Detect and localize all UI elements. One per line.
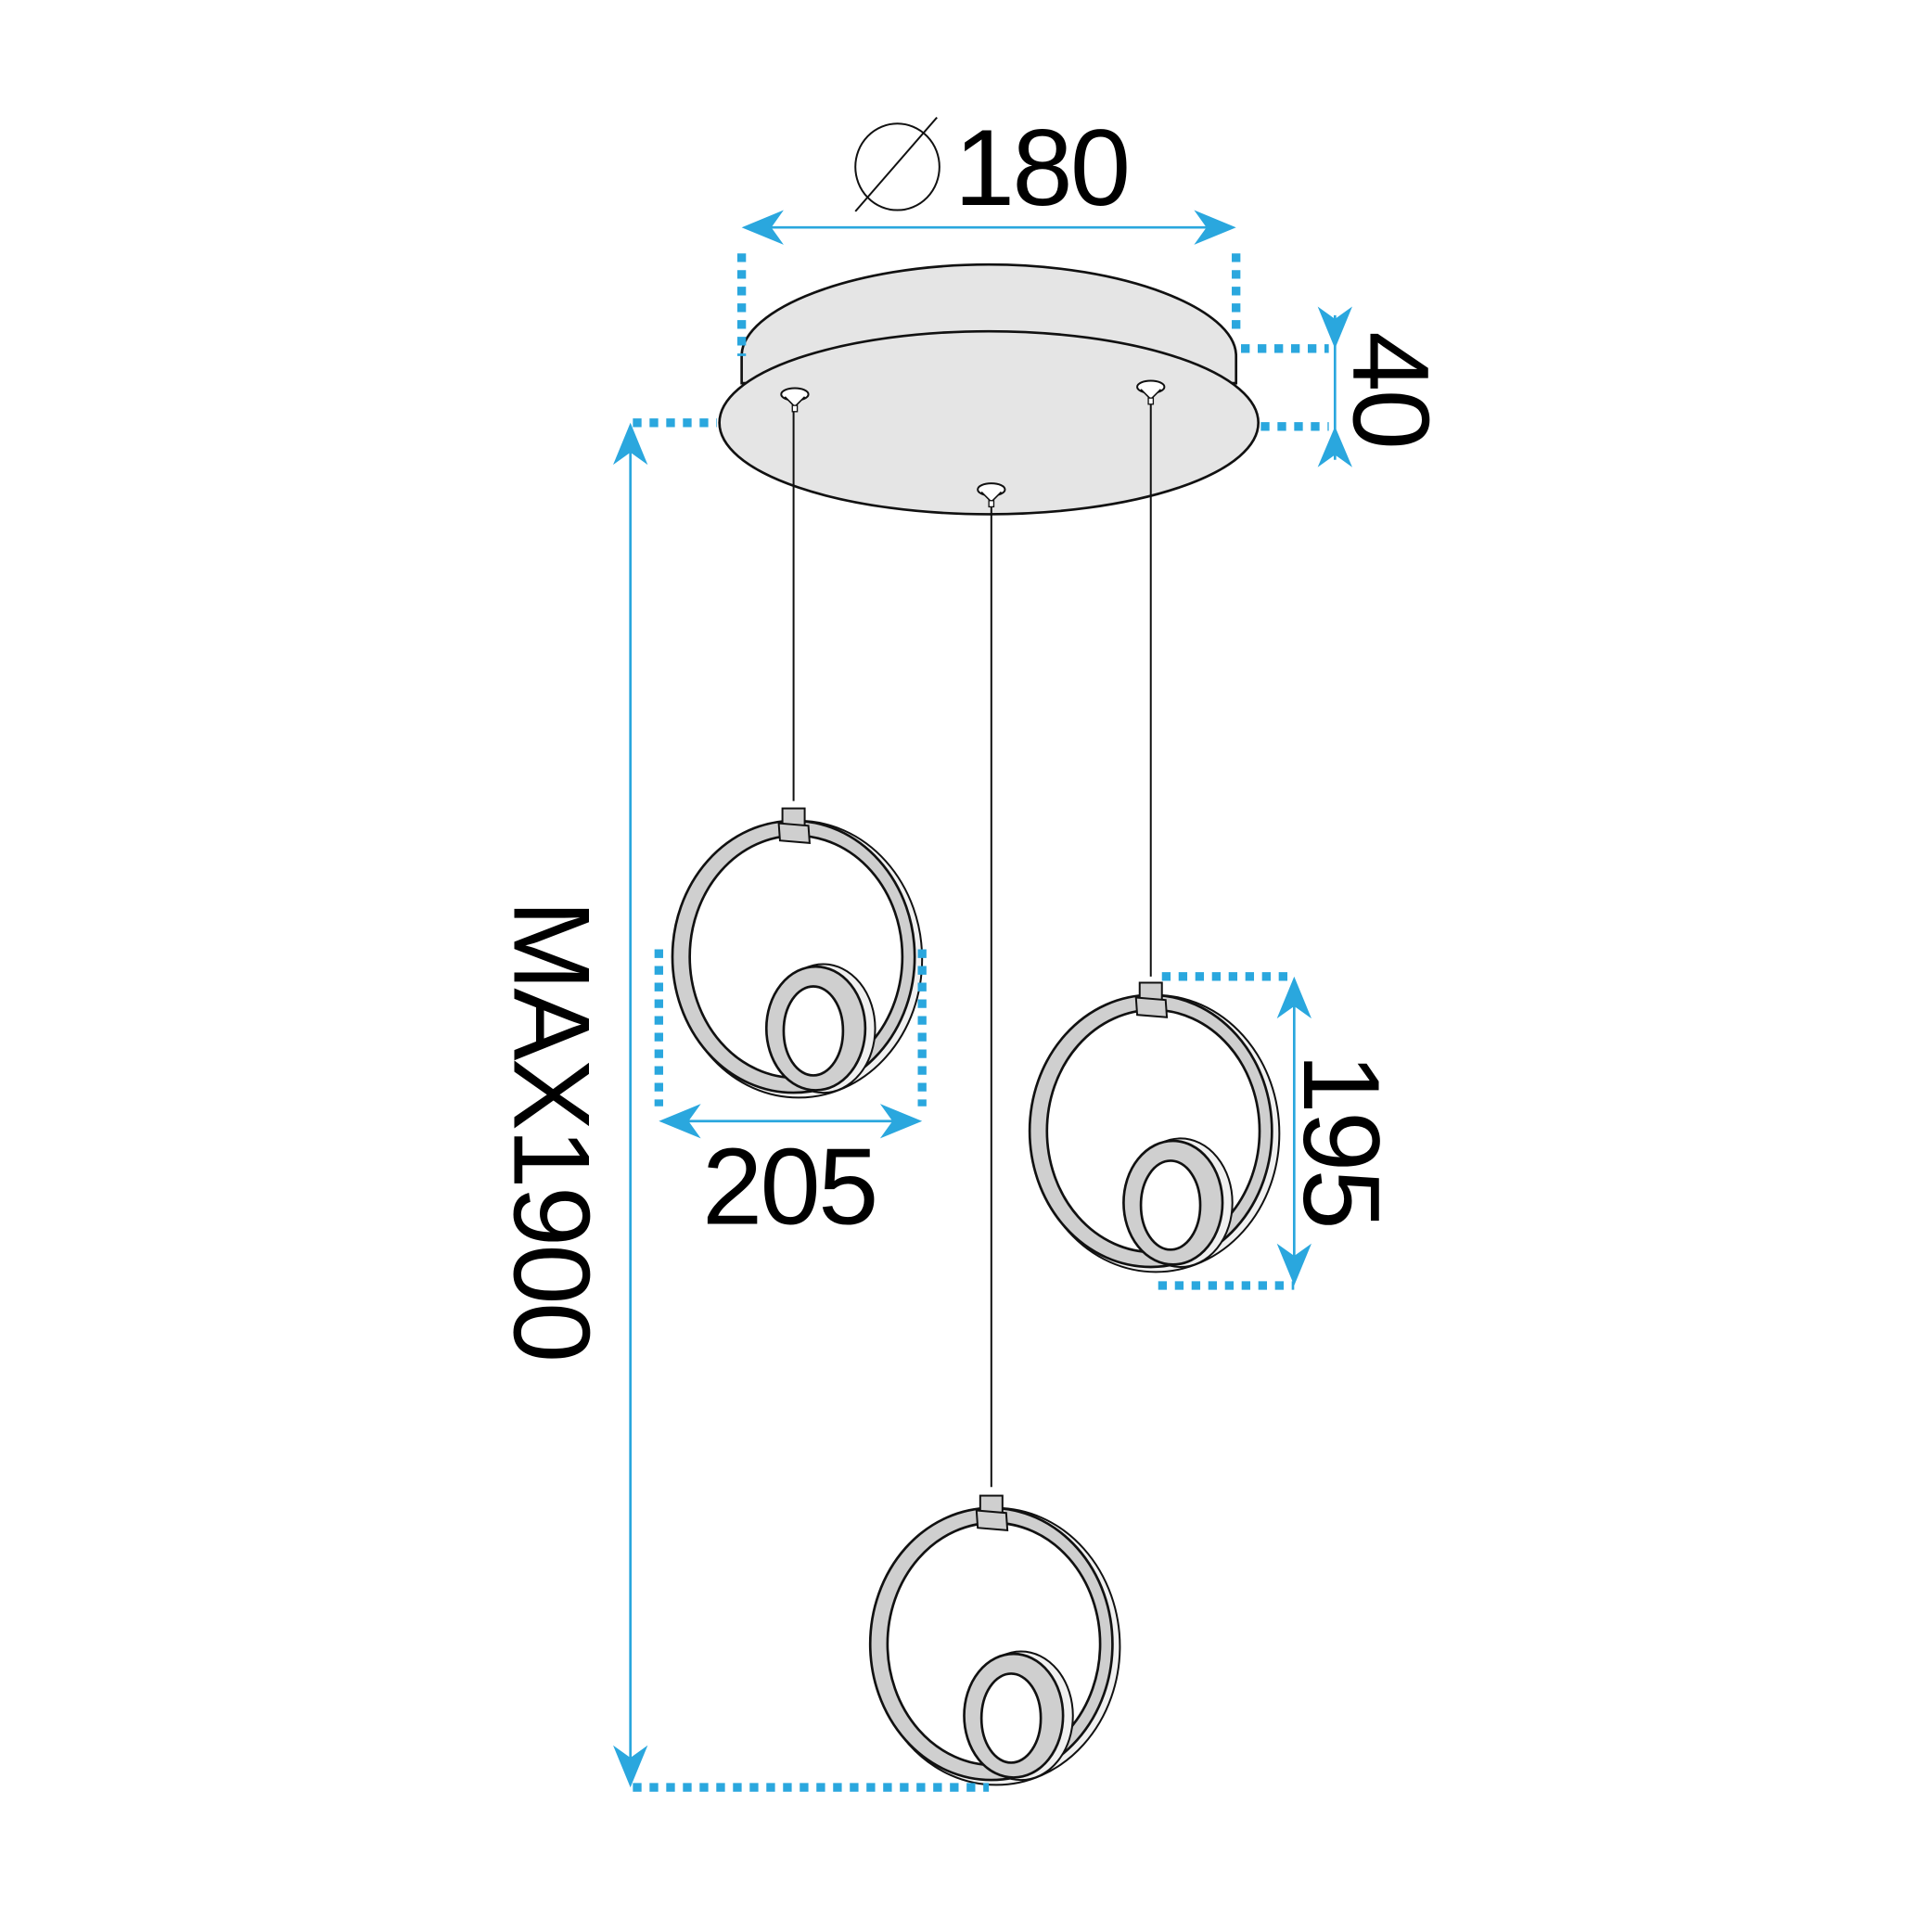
dimension-max-length: MAX1900 — [491, 418, 990, 1792]
dimension-ring-height: 195 — [1158, 972, 1402, 1290]
pendant-center — [868, 1494, 1121, 1786]
dimension-diameter: 180 — [736, 107, 1241, 356]
max-length-value: MAX1900 — [491, 900, 612, 1360]
canopy — [718, 262, 1260, 516]
cables — [792, 403, 1152, 1488]
diameter-value: 180 — [954, 107, 1129, 228]
dimension-ring-width: 205 — [654, 949, 927, 1247]
ring-width-value: 205 — [702, 1125, 876, 1247]
dimension-canopy-height: 40 — [1241, 306, 1452, 467]
ring-height-value: 195 — [1281, 1053, 1402, 1227]
pendant-left — [671, 807, 924, 1099]
canopy-height-value: 40 — [1330, 331, 1452, 447]
pendant-right — [1028, 981, 1281, 1273]
diameter-icon — [854, 116, 940, 212]
